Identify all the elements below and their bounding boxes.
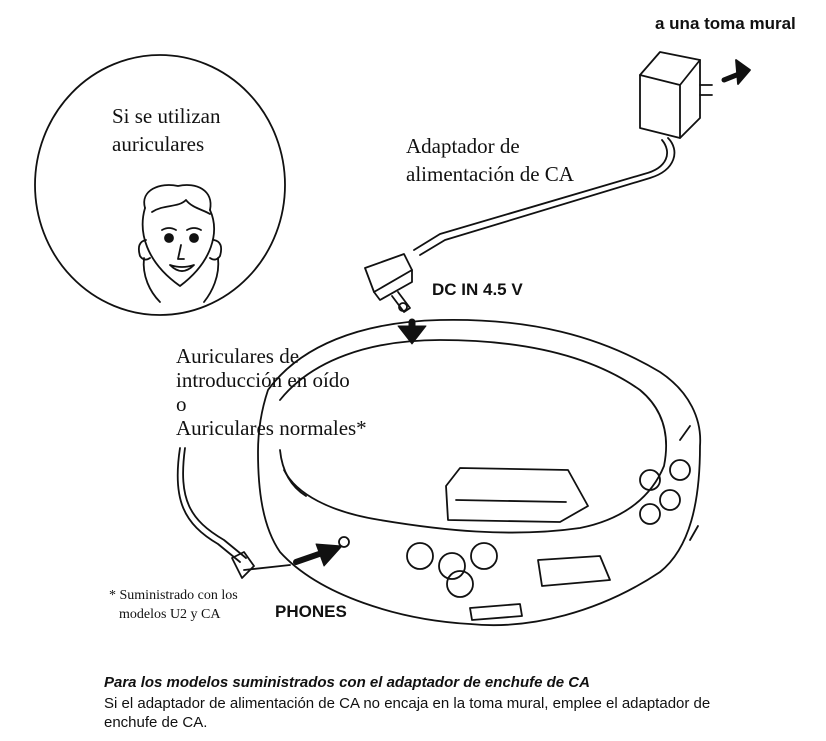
earphone-label-line1: Auriculares de — [176, 344, 300, 368]
headphone-circle-label-line2: auriculares — [112, 132, 205, 156]
dc-in-label: DC IN 4.5 V — [432, 280, 523, 299]
earphone-label-line3: o — [176, 392, 187, 416]
ac-adaptor — [364, 51, 751, 345]
note-title: Para los modelos suministrados con el ad… — [104, 674, 590, 691]
person-face-icon — [137, 184, 223, 303]
earphone-label-line4: Auriculares normales* — [176, 416, 367, 440]
adaptor-label-line2: alimentación de CA — [406, 162, 574, 186]
footnote-line2: modelos U2 y CA — [119, 607, 221, 622]
headphone-usage-circle — [34, 54, 286, 316]
earphone-cable — [176, 447, 343, 579]
note-text-line1: Si el adaptador de alimentación de CA no… — [104, 695, 711, 712]
headphone-circle-label-line1: Si se utilizan — [112, 104, 221, 128]
footnote-line1: * Suministrado con los — [109, 588, 238, 603]
note-text-line2: enchufe de CA. — [104, 714, 208, 731]
wall-outlet-label: a una toma mural — [655, 14, 796, 33]
adaptor-label-line1: Adaptador de — [406, 134, 520, 158]
earphone-label-line2: introducción en oído — [176, 368, 350, 392]
phones-label: PHONES — [275, 602, 347, 621]
cd-player-icon — [257, 318, 702, 627]
